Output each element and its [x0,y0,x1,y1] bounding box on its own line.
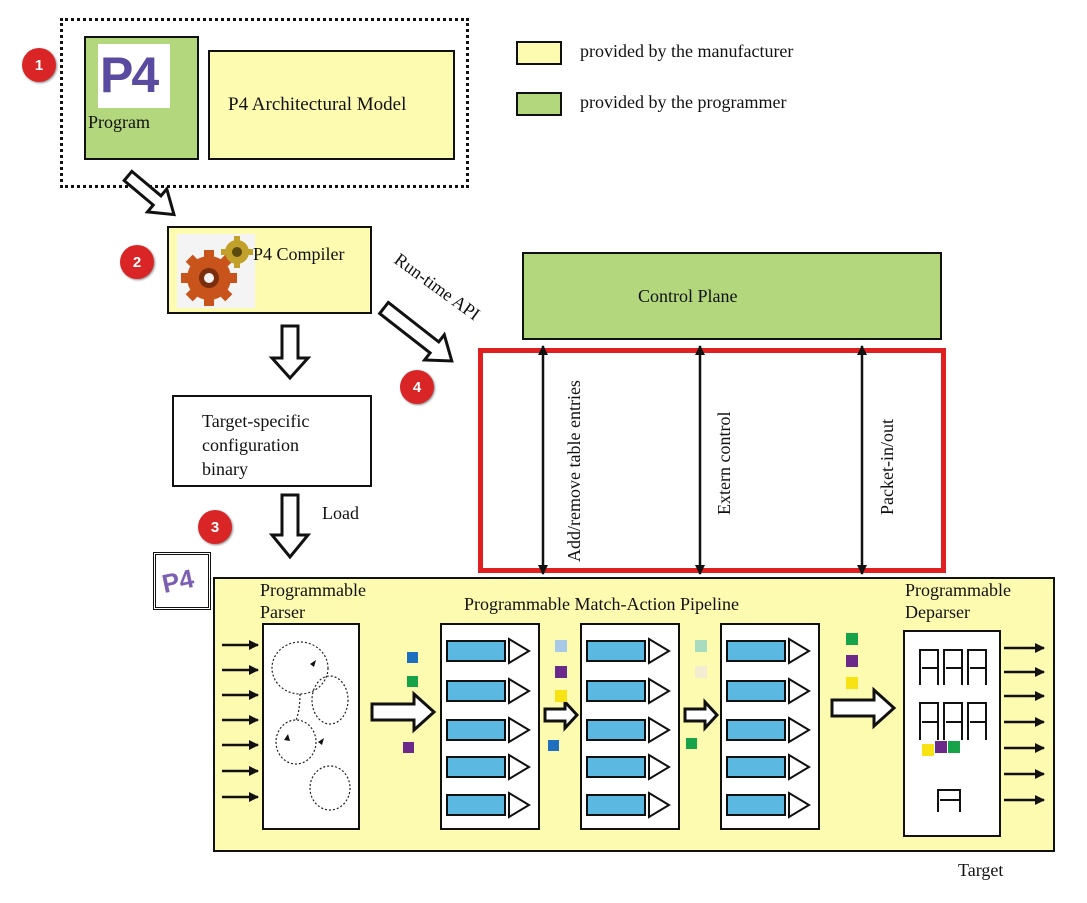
compiler-box: P4 Compiler [167,226,372,314]
p4-logo-icon: P4 [98,44,170,108]
table-entry-stage2-row4 [586,756,646,778]
runtime-interface-box [478,348,946,573]
action-triangle-stage3-row4 [788,753,811,781]
action-triangle-stage1-row4 [508,753,531,781]
binary-line-3: binary [202,459,248,479]
action-triangle-stage1-row1 [508,637,531,665]
action-triangle-stage3-row5 [788,791,811,819]
parser-title-2: Parser [260,602,305,622]
step-badge-3: 3 [198,510,232,544]
table-entry-stage1-row3 [446,719,506,741]
parser-state-machine [271,641,351,811]
arrow-load [268,493,312,560]
table-entry-stage3-row5 [726,794,786,816]
control-plane-box: Control Plane [522,252,942,340]
step-badge-2: 2 [120,245,154,279]
table-entry-stage2-row2 [586,680,646,702]
arrow-compiler-to-binary [268,324,312,381]
action-triangle-stage3-row3 [788,716,811,744]
pipeline-title: Programmable Match-Action Pipeline [464,594,739,614]
packet-headers [403,633,960,756]
action-triangle-stage1-row2 [508,677,531,705]
deparser-glyphs [919,649,987,812]
target-label: Target [958,860,1004,880]
runtime-api-label: Run-time API [391,249,484,324]
action-triangle-stage1-row3 [508,716,531,744]
table-entry-stage1-row1 [446,640,506,662]
parser-box [262,623,360,830]
table-entry-stage1-row4 [446,756,506,778]
table-entry-stage3-row3 [726,719,786,741]
program-label: Program [88,112,150,132]
step-badge-4: 4 [400,370,434,404]
table-entry-stage2-row3 [586,719,646,741]
table-entry-stage2-row5 [586,794,646,816]
legend-manufacturer-label: provided by the manufacturer [580,41,794,61]
parser-input-arrows [222,640,259,802]
interface-packet-io-label: Packet-in/out [877,419,897,515]
architectural-model-box: P4 Architectural Model [208,50,455,160]
p4-source-group [60,18,469,188]
table-entry-stage3-row1 [726,640,786,662]
action-triangle-stage3-row1 [788,637,811,665]
load-label: Load [322,503,359,523]
arrow-stage2-to-stage3 [683,698,720,732]
action-triangle-stage2-row4 [648,753,671,781]
legend-programmer-label: provided by the programmer [580,92,787,112]
parser-state-arrows [284,660,324,745]
table-entry-stage1-row5 [446,794,506,816]
arrow-parser-to-pipeline [370,690,437,734]
table-entry-stage3-row2 [726,680,786,702]
target-p4-logo-icon: P4 [153,552,211,610]
action-triangle-stage2-row2 [648,677,671,705]
deparser-output-arrows [1004,643,1045,805]
legend-programmer-swatch [516,92,562,116]
gears-icon [177,234,255,308]
action-triangle-stage2-row5 [648,791,671,819]
compiler-label: P4 Compiler [253,244,345,264]
action-triangle-stage2-row1 [648,637,671,665]
arrow-stage1-to-stage2 [543,698,580,732]
legend-manufacturer-swatch [516,41,562,65]
arrow-program-to-compiler [122,169,177,217]
deparser-title-1: Programmable [905,580,1011,600]
interface-extern-control-label: Extern control [714,412,734,515]
table-entry-stage1-row2 [446,680,506,702]
arrow-pipeline-to-deparser [830,686,897,730]
binary-line-2: configuration [202,435,299,455]
deparser-title-2: Deparser [905,602,970,622]
binary-line-1: Target-specific [202,411,310,431]
table-entry-stage2-row1 [586,640,646,662]
interface-table-entries-label: Add/remove table entries [564,380,584,562]
match-action-tables [446,637,811,819]
action-triangle-stage2-row3 [648,716,671,744]
arrow-runtime-api [377,300,454,363]
action-triangle-stage3-row2 [788,677,811,705]
table-entry-stage3-row4 [726,756,786,778]
program-box: P4 Program [84,36,199,160]
parser-title-1: Programmable [260,580,366,600]
control-plane-label: Control Plane [638,286,738,306]
step-badge-1: 1 [22,48,56,82]
binary-box: Target-specific configuration binary [172,395,372,487]
action-triangle-stage1-row5 [508,791,531,819]
architectural-model-label: P4 Architectural Model [228,94,407,115]
